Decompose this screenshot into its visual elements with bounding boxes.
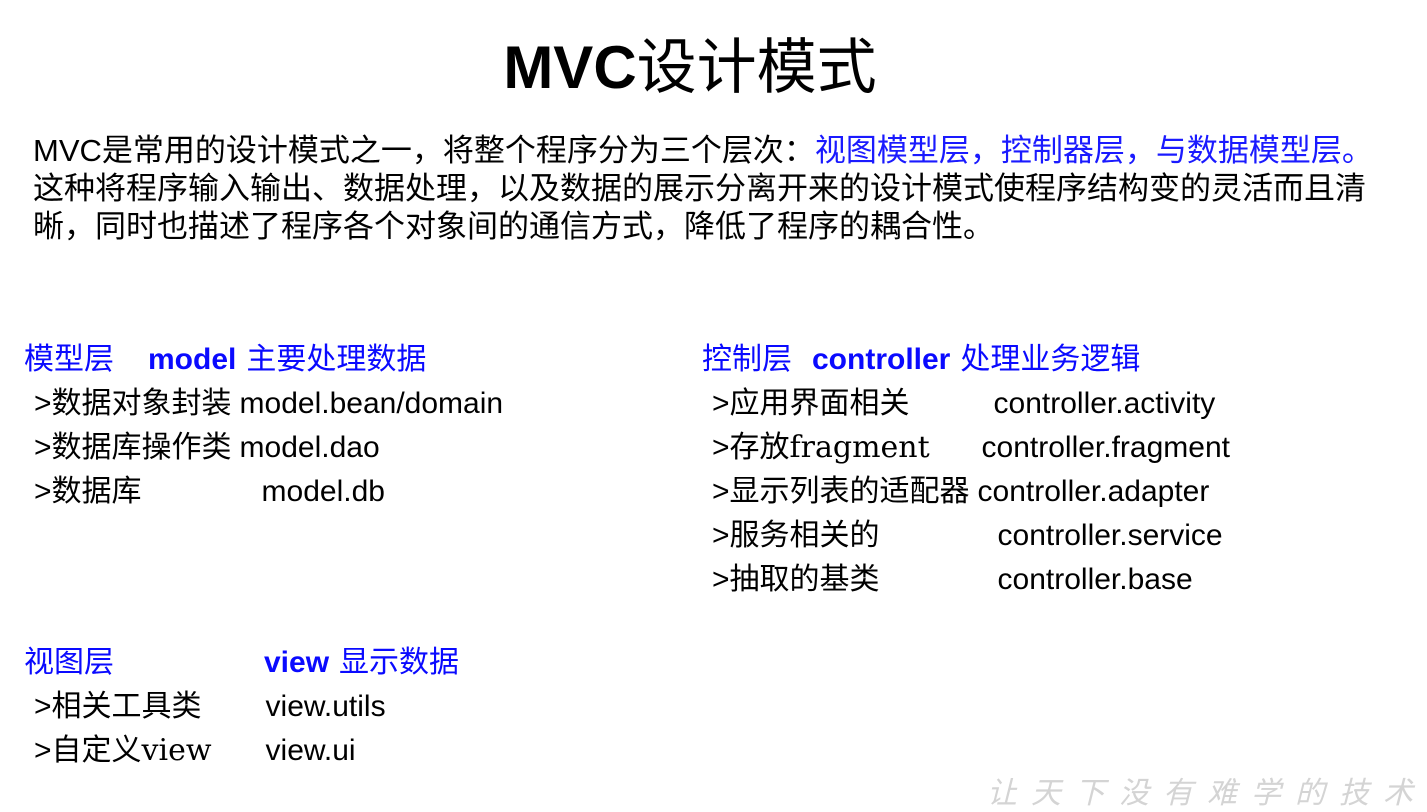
item-package: controller.service (997, 519, 1223, 552)
item-package: view.ui (265, 734, 356, 767)
item-package: controller.fragment (981, 431, 1230, 464)
title-cjk: 设计模式 (636, 33, 877, 103)
item-desc: 显示列表的适配器 (729, 474, 970, 509)
view-heading-desc: 显示数据 (339, 645, 460, 680)
item-desc: 存放fragment (729, 430, 930, 465)
bullet-icon: > (34, 690, 52, 723)
item-package: model.dao (239, 431, 380, 464)
view-heading-cjk: 视图层 (24, 645, 114, 680)
bullet-icon: > (34, 387, 52, 420)
bullet-icon: > (712, 563, 730, 596)
intro-text-2: 这种将程序输入输出、数据处理，以及数据的展示分离开来的设计模式使程序结构变的灵活… (33, 171, 1366, 245)
model-heading-desc: 主要处理数据 (246, 342, 427, 377)
item-desc: 应用界面相关 (729, 386, 910, 421)
bullet-icon: > (34, 431, 52, 464)
item-desc: 抽取的基类 (729, 562, 880, 597)
bullet-icon: > (712, 431, 730, 464)
list-item: >自定义view view.ui (24, 729, 459, 773)
model-heading-cjk: 模型层 (24, 342, 114, 377)
bullet-icon: > (712, 387, 730, 420)
intro-highlight: 视图模型层，控制器层，与数据模型层。 (814, 133, 1373, 169)
model-heading: 模型层 model 主要处理数据 (24, 338, 503, 382)
item-desc: 数据库 (51, 474, 142, 509)
item-desc: 自定义view (51, 733, 212, 768)
item-package: controller.activity (993, 387, 1216, 420)
item-package: model.db (261, 475, 385, 508)
intro-mvc: MVC (33, 133, 102, 168)
controller-heading: 控制层 controller 处理业务逻辑 (702, 338, 1230, 382)
title-latin: MVC (503, 34, 637, 101)
list-item: >相关工具类 view.utils (24, 685, 459, 729)
bullet-icon: > (712, 519, 730, 552)
list-item: >抽取的基类 controller.base (702, 558, 1230, 602)
item-desc: 服务相关的 (729, 518, 880, 553)
controller-heading-keyword: controller (812, 343, 951, 376)
controller-heading-desc: 处理业务逻辑 (960, 342, 1141, 377)
bullet-icon: > (34, 734, 52, 767)
view-heading: 视图层 view 显示数据 (24, 641, 459, 685)
intro-text-1: 是常用的设计模式之一，将整个程序分为三个层次： (101, 133, 815, 169)
bullet-icon: > (712, 475, 730, 508)
list-item: >存放fragment controller.fragment (702, 426, 1230, 470)
controller-heading-cjk: 控制层 (702, 342, 792, 377)
watermark-text: 让天下没有难学的技术 (987, 776, 1427, 811)
item-desc: 数据对象封装 (51, 386, 232, 421)
view-heading-keyword: view (264, 646, 330, 679)
item-desc: 数据库操作类 (51, 430, 232, 465)
list-item: >数据库 model.db (24, 470, 503, 514)
item-desc: 相关工具类 (51, 689, 202, 724)
item-package: controller.adapter (977, 475, 1210, 508)
item-package: view.utils (265, 690, 386, 723)
list-item: >应用界面相关 controller.activity (702, 382, 1230, 426)
list-item: >服务相关的 controller.service (702, 514, 1230, 558)
item-package: controller.base (997, 563, 1193, 596)
bullet-icon: > (34, 475, 52, 508)
item-package: model.bean/domain (239, 387, 504, 420)
page-title: MVC设计模式 (0, 28, 1380, 108)
intro-paragraph: MVC是常用的设计模式之一，将整个程序分为三个层次：视图模型层，控制器层，与数据… (33, 132, 1383, 246)
model-heading-keyword: model (148, 343, 237, 376)
